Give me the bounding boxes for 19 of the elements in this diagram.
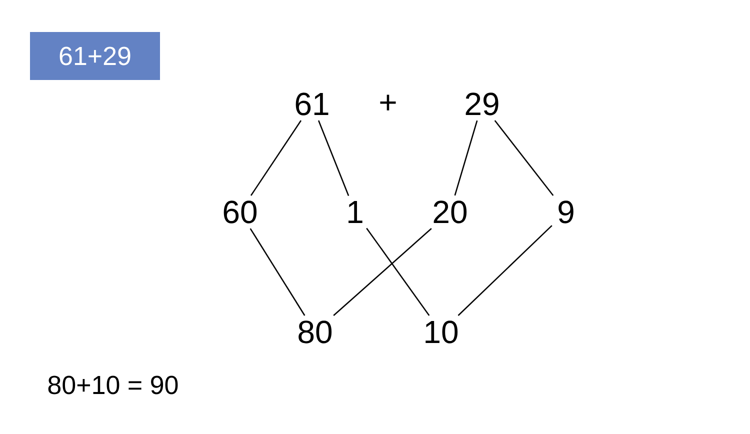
number: 60	[224, 200, 257, 224]
number: 80	[298, 320, 332, 344]
number: 61	[296, 92, 328, 116]
connector-line	[250, 120, 302, 196]
number: 20	[434, 200, 467, 224]
connector-line	[318, 120, 350, 196]
connector-line	[458, 225, 552, 316]
number: 10	[426, 320, 458, 344]
connector-line	[250, 228, 306, 316]
number: 9	[558, 200, 574, 224]
connector-line	[333, 228, 432, 316]
connector-line	[494, 120, 554, 196]
connector-line	[454, 120, 478, 196]
number: 29	[466, 92, 498, 116]
plus-sign: +	[380, 94, 396, 110]
number: 1	[348, 201, 362, 223]
title-box: 61+29	[30, 32, 160, 80]
connector-line	[366, 228, 430, 316]
result-text: 80+10 = 90	[48, 376, 178, 394]
